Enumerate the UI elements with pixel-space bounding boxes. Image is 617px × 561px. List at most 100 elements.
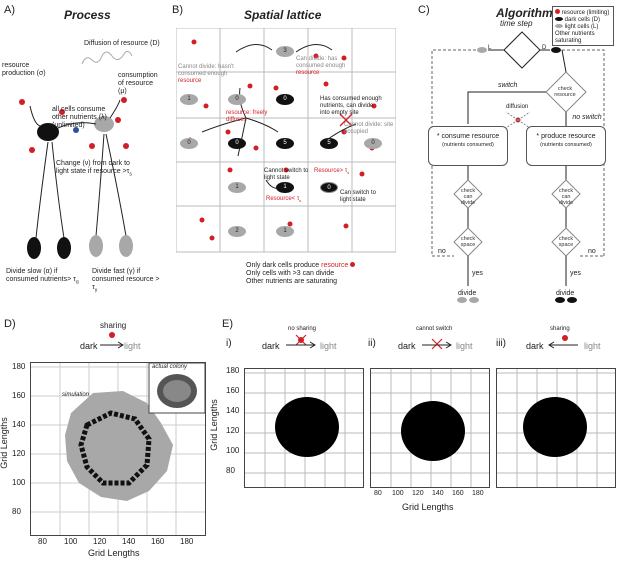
- d-ytick: 160: [12, 391, 26, 400]
- e-xlabel: Grid Lengths: [402, 502, 454, 512]
- no-switch-text: no switch: [572, 114, 602, 121]
- d-xtick: 140: [122, 537, 136, 546]
- check-space-left: check space: [460, 236, 476, 248]
- e3-roman: iii): [496, 338, 506, 349]
- diffusion-label: diffusion: [506, 104, 529, 110]
- e2-dark: dark: [398, 341, 416, 351]
- check-resource-text: check resource: [554, 86, 576, 98]
- e-ytick: 120: [226, 426, 240, 435]
- d-light: light: [124, 341, 141, 351]
- e-ytick: 80: [226, 466, 235, 475]
- e2-caption: cannot switch: [416, 326, 453, 332]
- d-ytick: 120: [12, 449, 26, 458]
- note-consumed-enough: Has consumed enough nutrients, can divid…: [320, 96, 382, 116]
- algorithm-legend: resource (limiting) dark cells (D) light…: [552, 6, 614, 46]
- panel-b-label: B): [172, 4, 183, 16]
- d-ytick: 80: [12, 507, 21, 516]
- d-sharing: sharing: [100, 321, 127, 330]
- consume-box: * consume resource (nutrients consumed): [428, 126, 508, 166]
- yes-right: yes: [570, 270, 581, 277]
- panel-c-label: C): [418, 4, 430, 16]
- actual-colony-text: actual colony: [152, 364, 188, 370]
- note-cannot-divide: Cannot divide: hasn't consumed enough re…: [178, 64, 234, 84]
- d-dark: dark: [80, 341, 98, 351]
- divide-right: divide: [556, 290, 575, 297]
- e3-light: light: [584, 341, 601, 351]
- d-ytick: 180: [12, 362, 26, 371]
- panel-e-label: E): [222, 318, 233, 330]
- nutrient-dot: [73, 127, 79, 133]
- no-left: no: [438, 248, 446, 255]
- e2-arrow: [422, 338, 452, 350]
- e-xtick: 180: [472, 490, 484, 497]
- e-xtick: 140: [432, 490, 444, 497]
- e1-dark: dark: [262, 341, 280, 351]
- d-xtick: 120: [93, 537, 107, 546]
- light-cell: [94, 116, 114, 132]
- d-xtick: 160: [151, 537, 165, 546]
- note-can-divide: Can divide: has consumed enough resource: [296, 56, 346, 76]
- switch-text: switch: [498, 82, 518, 89]
- check-divide-left: check can divide: [460, 188, 476, 206]
- cell-0c: 0: [180, 138, 198, 149]
- d-xtick: 100: [64, 537, 78, 546]
- dark-cell: [37, 123, 59, 141]
- cell-0e: 0: [364, 138, 382, 149]
- e1-arrow: [286, 334, 316, 349]
- cell-1d: 1: [276, 226, 294, 237]
- cell-1b: 1: [228, 182, 246, 193]
- e2-plot: [370, 368, 490, 488]
- sim-dark-ring: [78, 410, 152, 486]
- e-xtick: 160: [452, 490, 464, 497]
- e1-caption: no sharing: [288, 326, 317, 332]
- sim-plot: [30, 362, 206, 536]
- change-text: Change (ν) from dark to light state if r…: [56, 160, 132, 178]
- produce-box: * produce resource (nutrients consumed): [526, 126, 606, 166]
- time-step-diamond: [503, 31, 541, 69]
- d-xlabel: Grid Lengths: [88, 548, 140, 558]
- lattice: [176, 28, 396, 253]
- all-consume-text: all cells consume other nutrients (λ) (u…: [52, 106, 107, 129]
- check-space-right: check space: [558, 236, 574, 248]
- note-cannot-switch: Cannot switch to light state: [264, 168, 309, 181]
- e3-colony: [523, 397, 587, 457]
- e-ytick: 160: [226, 386, 240, 395]
- yes-left: yes: [472, 270, 483, 277]
- no-right: no: [588, 248, 596, 255]
- production-text: resource production (σ): [2, 62, 46, 77]
- cell-2: 2: [228, 226, 246, 237]
- e3-plot: [496, 368, 616, 488]
- panel-a-title: Process: [64, 8, 111, 22]
- e2-colony: [401, 401, 465, 461]
- cell-0f: 0: [320, 182, 338, 193]
- cell-1c: 1: [276, 182, 294, 193]
- e3-dark: dark: [526, 341, 544, 351]
- cell-0d: 0: [228, 138, 246, 149]
- e1-roman: i): [226, 338, 232, 349]
- panel-a-diagram: [19, 50, 133, 259]
- note-resource-gt: Resource> τs: [314, 168, 350, 176]
- flowchart: [431, 31, 605, 303]
- e-xtick: 100: [392, 490, 404, 497]
- cell-5a: 5: [276, 138, 294, 149]
- panel-b-title: Spatial lattice: [244, 8, 322, 22]
- label-D: D: [542, 45, 547, 51]
- cell-1a: 1: [180, 94, 198, 105]
- divide-fast-text: Divide fast (γ) if consumed resource > τ…: [92, 268, 160, 294]
- d-xtick: 80: [38, 537, 47, 546]
- check-divide-right: check can divide: [558, 188, 574, 206]
- cell-0a: 0: [228, 94, 246, 105]
- cell-3: 3: [276, 46, 294, 57]
- e2-roman: ii): [368, 338, 376, 349]
- note-freely-diffuses: resource: freely diffuses: [226, 110, 268, 123]
- e3-arrow: [548, 335, 578, 349]
- e-ylabel: Grid Lengths: [208, 399, 219, 451]
- e-ytick: 100: [226, 446, 240, 455]
- d-xtick: 180: [180, 537, 194, 546]
- e2-light: light: [456, 341, 473, 351]
- note-resource-lt: Resource< τs: [266, 196, 302, 204]
- diffusion-squiggle: [81, 50, 133, 65]
- d-ytick: 100: [12, 478, 26, 487]
- diffusion-text: Diffusion of resource (D): [84, 40, 160, 47]
- e-xtick: 120: [412, 490, 424, 497]
